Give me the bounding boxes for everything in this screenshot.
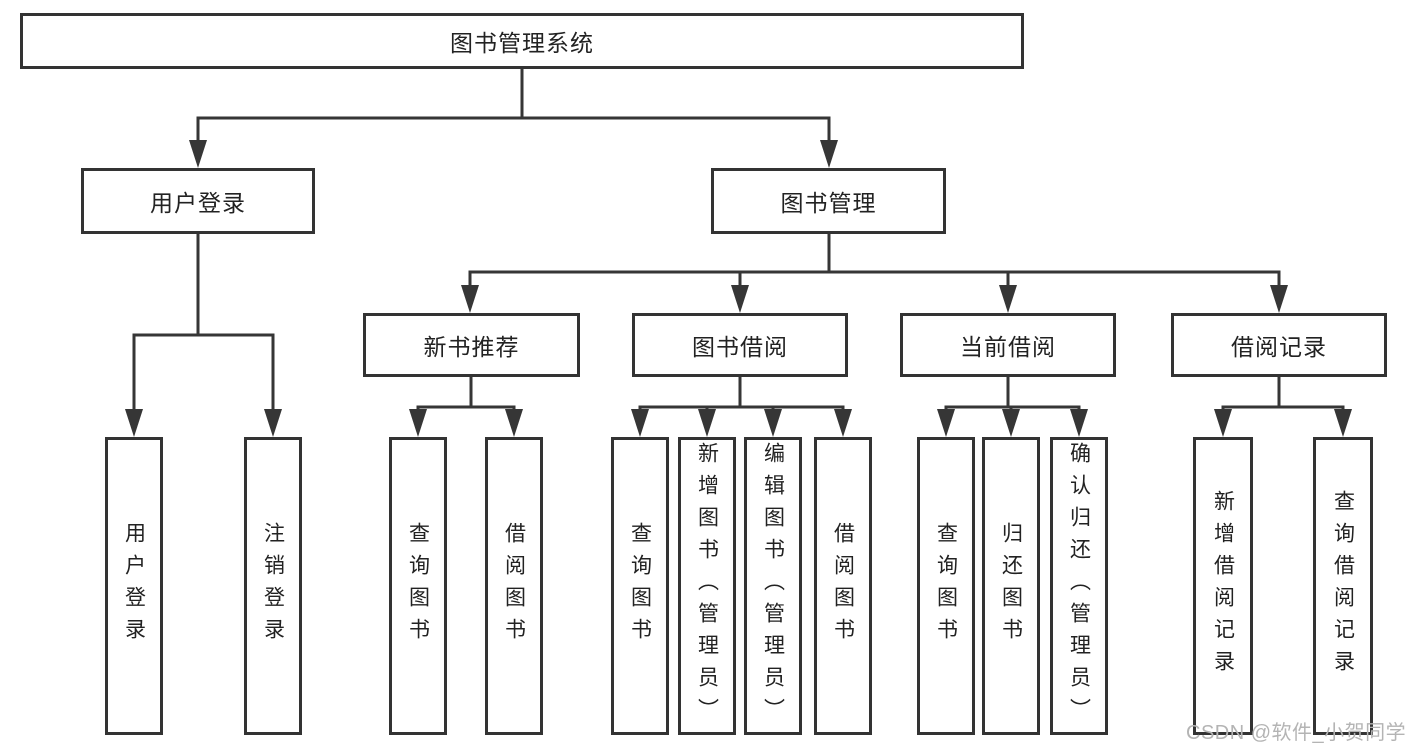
- leaf-label: 编辑图书（管理员）: [761, 442, 785, 730]
- leaf-user-login: 用户登录: [105, 437, 163, 735]
- leaf-borrow-books-borrowing: 借阅图书: [814, 437, 872, 735]
- leaf-label: 借阅图书: [502, 522, 526, 650]
- leaf-label: 借阅图书: [831, 522, 855, 650]
- leaf-label: 查询图书: [934, 522, 958, 650]
- leaf-add-borrow-record: 新增借阅记录: [1193, 437, 1253, 735]
- leaf-return-books: 归还图书: [982, 437, 1040, 735]
- node-current-borrowing: 当前借阅: [900, 313, 1116, 377]
- leaf-query-books-recommend: 查询图书: [389, 437, 447, 735]
- node-borrow-records: 借阅记录: [1171, 313, 1387, 377]
- leaf-label: 新增借阅记录: [1211, 490, 1235, 682]
- watermark: CSDN @软件_小贺同学: [1186, 722, 1405, 744]
- node-new-book-recommend: 新书推荐: [363, 313, 580, 377]
- leaf-label: 确认归还（管理员）: [1067, 442, 1091, 730]
- leaf-edit-book-admin: 编辑图书（管理员）: [744, 437, 802, 735]
- leaf-borrow-books-recommend: 借阅图书: [485, 437, 543, 735]
- leaf-query-borrow-record: 查询借阅记录: [1313, 437, 1373, 735]
- leaf-query-books-current: 查询图书: [917, 437, 975, 735]
- leaf-label: 查询图书: [406, 522, 430, 650]
- leaf-label: 新增图书（管理员）: [695, 442, 719, 730]
- node-library-management-system: 图书管理系统: [20, 13, 1024, 69]
- node-user-login: 用户登录: [81, 168, 315, 234]
- leaf-label: 注销登录: [261, 522, 285, 650]
- node-book-borrowing: 图书借阅: [632, 313, 848, 377]
- leaf-logout: 注销登录: [244, 437, 302, 735]
- leaf-label: 查询图书: [628, 522, 652, 650]
- leaf-label: 查询借阅记录: [1331, 490, 1355, 682]
- leaf-add-book-admin: 新增图书（管理员）: [678, 437, 736, 735]
- leaf-label: 用户登录: [122, 522, 146, 650]
- leaf-query-books-borrowing: 查询图书: [611, 437, 669, 735]
- node-book-management: 图书管理: [711, 168, 946, 234]
- leaf-confirm-return-admin: 确认归还（管理员）: [1050, 437, 1108, 735]
- leaf-label: 归还图书: [999, 522, 1023, 650]
